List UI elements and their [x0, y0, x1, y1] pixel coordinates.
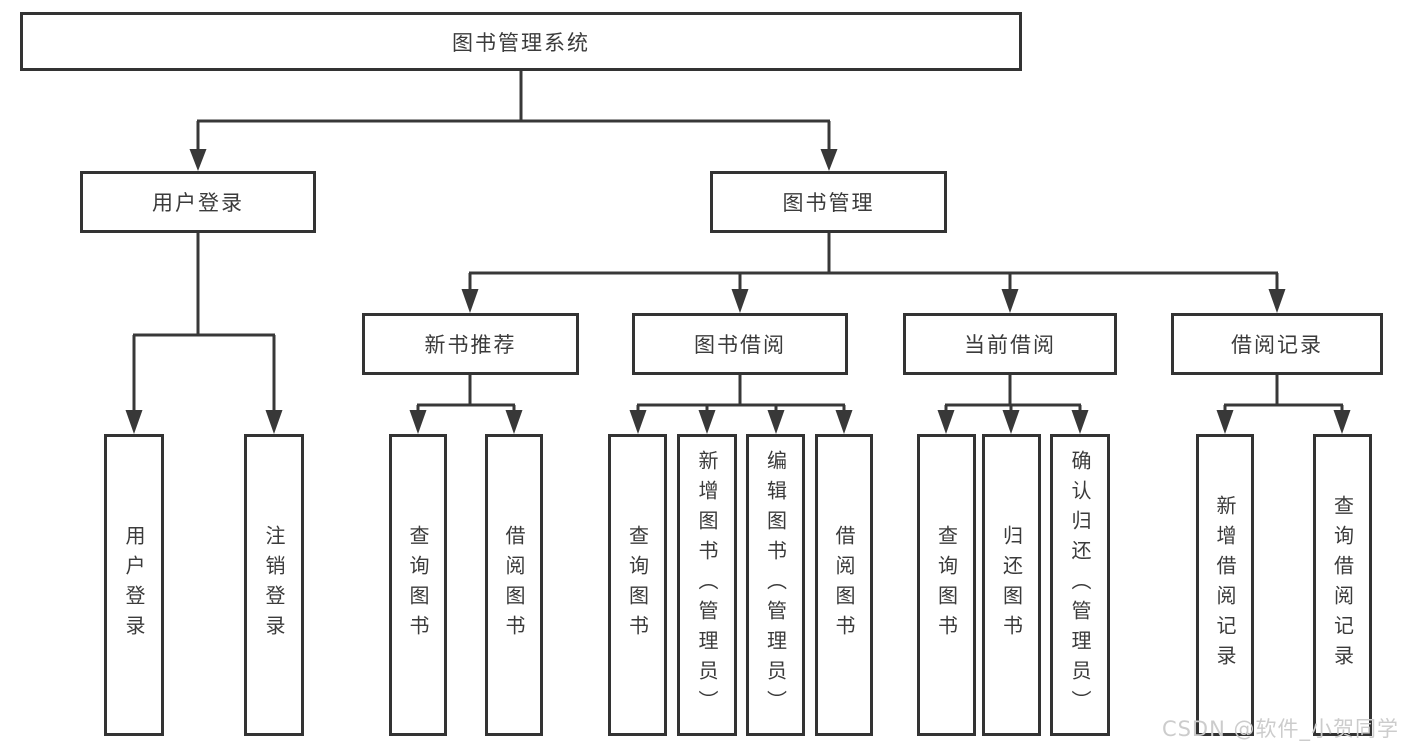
node-library-management-system: 图书管理系统 [20, 12, 1022, 71]
node-label: 查询借阅记录 [1330, 495, 1355, 675]
leaf-confirm-return-admin: 确认归还（管理员） [1050, 434, 1110, 736]
node-label: 新增图书（管理员） [695, 450, 719, 720]
leaf-borrow-books-recommend: 借阅图书 [485, 434, 543, 736]
leaf-query-books-current: 查询图书 [917, 434, 976, 736]
leaf-query-borrow-record: 查询借阅记录 [1313, 434, 1372, 736]
node-label: 查询图书 [934, 525, 959, 645]
node-label: 借阅图书 [502, 525, 526, 645]
node-label: 归还图书 [999, 525, 1024, 645]
node-label: 当前借阅 [964, 333, 1056, 357]
node-label: 借阅记录 [1231, 333, 1323, 357]
node-label: 图书管理系统 [452, 30, 590, 55]
node-book-management: 图书管理 [710, 171, 947, 233]
node-label: 借阅图书 [832, 525, 856, 645]
leaf-return-books: 归还图书 [982, 434, 1041, 736]
leaf-add-books-admin: 新增图书（管理员） [677, 434, 737, 736]
node-label: 新增借阅记录 [1213, 495, 1237, 675]
leaf-borrow-books: 借阅图书 [815, 434, 873, 736]
node-label: 确认归还（管理员） [1068, 450, 1092, 720]
node-user-login: 用户登录 [80, 171, 316, 233]
node-label: 新书推荐 [424, 333, 517, 357]
node-label: 编辑图书（管理员） [763, 450, 788, 720]
node-book-borrowing: 图书借阅 [632, 313, 848, 375]
node-label: 图书借阅 [694, 333, 786, 357]
node-borrowing-records: 借阅记录 [1171, 313, 1383, 375]
leaf-logout: 注销登录 [244, 434, 304, 736]
node-label: 查询图书 [625, 525, 650, 645]
leaf-query-books-borrow: 查询图书 [608, 434, 667, 736]
node-label: 注销登录 [262, 525, 286, 645]
leaf-edit-books-admin: 编辑图书（管理员） [746, 434, 805, 736]
leaf-add-borrow-record: 新增借阅记录 [1196, 434, 1254, 736]
node-current-borrowing: 当前借阅 [903, 313, 1117, 375]
node-label: 查询图书 [406, 525, 430, 645]
csdn-watermark: CSDN @软件_小贺同学 [1161, 717, 1399, 741]
node-label: 用户登录 [152, 191, 244, 215]
leaf-query-books-recommend: 查询图书 [389, 434, 447, 736]
node-label: 用户登录 [122, 525, 146, 645]
node-label: 图书管理 [782, 191, 875, 215]
node-new-book-recommendation: 新书推荐 [362, 313, 579, 375]
leaf-user-login: 用户登录 [104, 434, 164, 736]
